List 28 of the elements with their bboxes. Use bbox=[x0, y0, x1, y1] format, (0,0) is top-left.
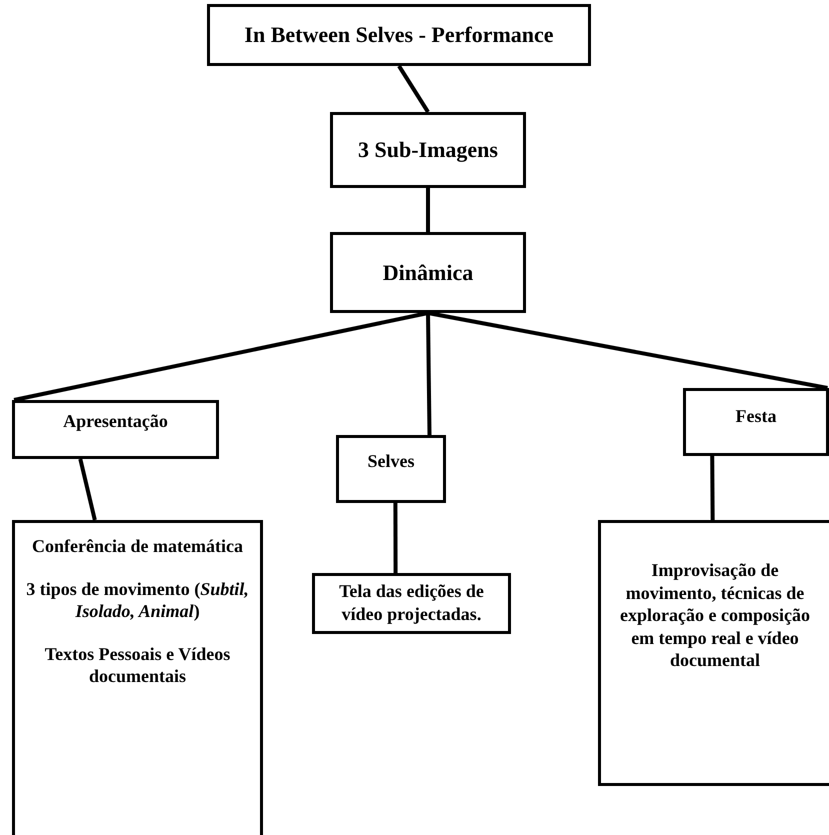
box-text: Conferência de matemática bbox=[32, 535, 243, 558]
box-text: Improvisação de movimento, técnicas de exploração e composição em tempo real e vídeo documental bbox=[619, 559, 811, 672]
text-box bbox=[330, 232, 526, 313]
connector-line bbox=[426, 312, 432, 436]
box-text: Dinâmica bbox=[382, 258, 474, 286]
text-box bbox=[598, 520, 829, 786]
text-box bbox=[312, 573, 511, 634]
connector-line bbox=[393, 503, 398, 573]
text-box bbox=[330, 112, 526, 188]
text-box bbox=[336, 435, 446, 503]
text-box bbox=[12, 520, 263, 835]
connector-line bbox=[78, 458, 97, 520]
box-text: Apresentação bbox=[63, 410, 168, 433]
box-text: 3 Sub-Imagens bbox=[358, 136, 498, 164]
box-text: In Between Selves - Performance bbox=[244, 21, 554, 49]
connector-line bbox=[710, 456, 715, 520]
connector-line bbox=[14, 311, 428, 402]
text-box bbox=[683, 388, 829, 456]
box-text: Selves bbox=[368, 450, 414, 472]
text-box bbox=[12, 400, 219, 459]
connector-line bbox=[428, 311, 828, 390]
box-text: Textos Pessoais e Vídeos documentais bbox=[44, 642, 232, 688]
text-box bbox=[207, 4, 591, 66]
box-text: Festa bbox=[736, 404, 776, 428]
connector-line bbox=[397, 64, 430, 114]
box-text: Tela das edições de vídeo projectadas. bbox=[338, 580, 485, 625]
connector-line bbox=[426, 188, 430, 232]
box-text: 3 tipos de movimento (Subtil, Isolado, Animal) bbox=[25, 578, 250, 622]
